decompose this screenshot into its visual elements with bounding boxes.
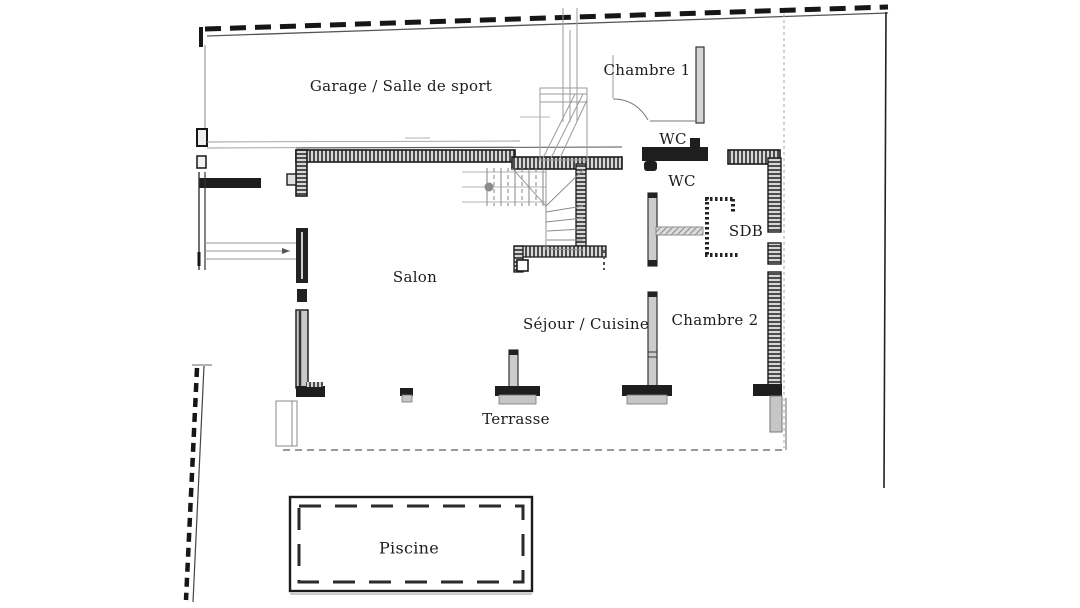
room-label-salon: Salon: [392, 268, 438, 286]
room-label-wc1: WC: [659, 130, 687, 148]
room-label-piscine: Piscine: [378, 538, 440, 558]
upper-stair-sketch: [520, 8, 705, 161]
pool-outline: [288, 495, 534, 595]
room-label-garage: Garage / Salle de sport: [309, 77, 493, 95]
room-label-terrasse: Terrasse: [482, 410, 550, 428]
exterior-walls: [286, 138, 783, 433]
terrace-columns: [275, 349, 540, 447]
room-label-sdb: SDB: [728, 222, 764, 240]
property-boundary: [183, 4, 889, 603]
room-label-sejour: Séjour / Cuisine: [522, 315, 650, 333]
staircase: [462, 163, 607, 273]
room-label-wc2: WC: [668, 172, 696, 190]
interior-walls: [622, 192, 740, 405]
terrace-edge: [283, 398, 787, 451]
room-label-chambre1: Chambre 1: [603, 61, 691, 79]
room-label-chambre2: Chambre 2: [671, 311, 759, 329]
